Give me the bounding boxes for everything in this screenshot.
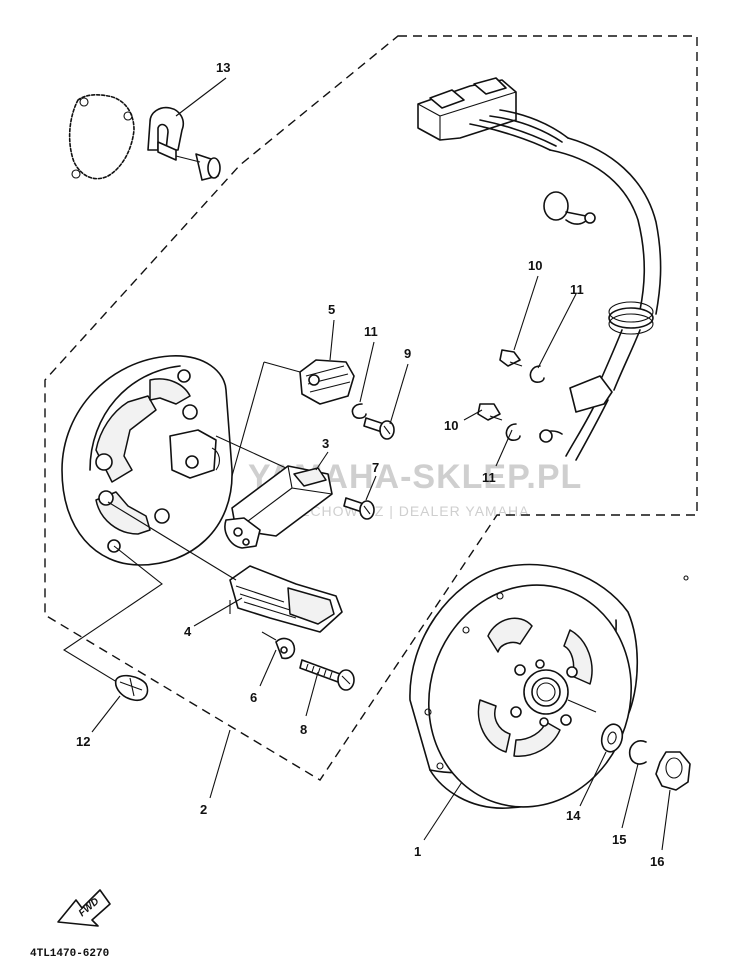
part-10-screw-upper bbox=[499, 349, 523, 367]
part-3-source-coil bbox=[215, 435, 333, 549]
callout-6: 6 bbox=[250, 690, 257, 705]
part-1-flywheel bbox=[409, 563, 639, 809]
callouts: 13 5 11 9 3 7 10 11 10 11 4 6 8 12 2 1 1… bbox=[76, 60, 664, 869]
part-6-clip bbox=[261, 631, 296, 660]
part-7-screw bbox=[343, 497, 375, 520]
part-10-screw-lower bbox=[477, 403, 503, 421]
callout-11-b: 11 bbox=[570, 282, 584, 297]
part-14-washer bbox=[600, 723, 624, 753]
fwd-arrow: FWD bbox=[57, 889, 111, 927]
callout-10-a: 10 bbox=[528, 258, 542, 273]
part-16-nut bbox=[655, 575, 691, 791]
part-12-screw bbox=[114, 674, 149, 702]
wire-harness bbox=[417, 77, 662, 461]
part-15-lockwasher bbox=[628, 740, 647, 765]
callout-7: 7 bbox=[372, 460, 379, 475]
callout-8: 8 bbox=[300, 722, 307, 737]
callout-16: 16 bbox=[650, 854, 664, 869]
stator-plate bbox=[61, 355, 233, 566]
callout-3: 3 bbox=[322, 436, 329, 451]
watermark-subtitle: WOJCIECHOWICZ | DEALER YAMAHA bbox=[250, 503, 529, 519]
part-11-washer-a bbox=[351, 403, 367, 419]
part-8-screw bbox=[299, 659, 355, 691]
leader-lines bbox=[91, 77, 671, 851]
callout-9: 9 bbox=[404, 346, 411, 361]
part-13-clamp bbox=[68, 94, 221, 181]
callout-2: 2 bbox=[200, 802, 207, 817]
callout-12: 12 bbox=[76, 734, 90, 749]
assembly-boundary bbox=[44, 35, 698, 781]
lead-12-path bbox=[62, 545, 163, 691]
callout-14: 14 bbox=[566, 808, 581, 823]
part-11-washer-b bbox=[529, 365, 545, 383]
callout-11-c: 11 bbox=[482, 470, 496, 485]
callout-5: 5 bbox=[328, 302, 335, 317]
part-9-screw bbox=[363, 417, 395, 440]
part-4-charging-coil bbox=[107, 501, 343, 633]
callout-4: 4 bbox=[184, 624, 192, 639]
callout-10-b: 10 bbox=[444, 418, 458, 433]
callout-11-a: 11 bbox=[364, 324, 378, 339]
callout-13: 13 bbox=[216, 60, 230, 75]
callout-1: 1 bbox=[414, 844, 421, 859]
diagram-code: 4TL1470-6270 bbox=[30, 948, 109, 960]
callout-15: 15 bbox=[612, 832, 626, 847]
part-5-pickup-coil bbox=[231, 359, 355, 477]
